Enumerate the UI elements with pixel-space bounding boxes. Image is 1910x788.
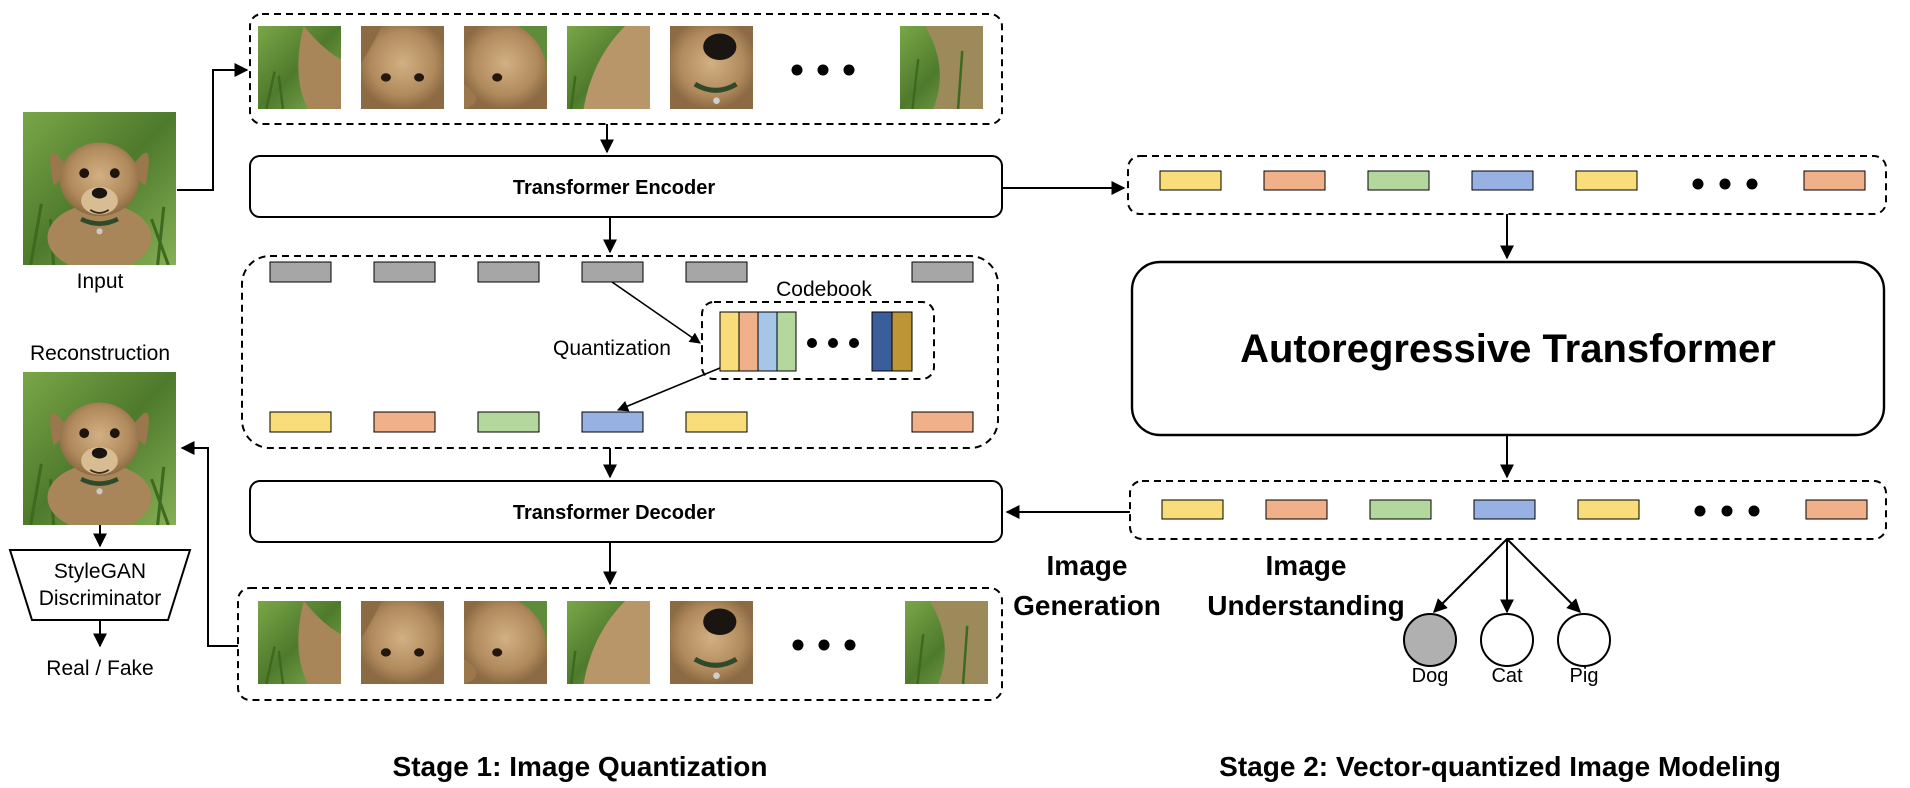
transformer-decoder-label: Transformer Decoder [513,502,716,524]
ellipsis-dots-input-patches [791,64,855,76]
class-node-pig [1557,613,1611,667]
encoder-token-5 [685,261,748,283]
stage2-input-dot-2 [1719,178,1731,190]
output-patch-5 [670,601,753,684]
input-patch-last [900,25,983,110]
stage2-input-dot-1 [1692,178,1704,190]
stage2-output-tokens [1161,499,1868,520]
stage2-input-dot-3 [1746,178,1758,190]
stage2-output-dot-2 [1721,505,1733,517]
stage1-caption: Stage 1: Image Quantization [393,751,768,782]
arrow-to-class-dog [1433,538,1508,613]
stage2-input-token-3 [1367,170,1430,191]
codebook-dot-3 [849,338,859,348]
codebook-dot-1 [807,338,817,348]
input-patches-box [249,13,1003,125]
codebook-entry-darkblue [871,311,893,372]
input-image [23,112,176,271]
codebook-dot-2 [828,338,838,348]
stage2-input-token-5 [1575,170,1638,191]
arrow-token-to-codebook [611,281,701,344]
quantized-token-1 [269,411,332,433]
codebook-box [701,301,935,380]
transformer-encoder-box [249,155,1003,218]
encoder-token-3 [477,261,540,283]
stage2-output-token-last [1805,499,1868,520]
codebook-label: Codebook [776,278,872,301]
arrow-input-to-patches [177,63,249,191]
real-fake-label: Real / Fake [46,657,153,680]
stage2-output-token-5 [1577,499,1640,520]
output-patch-4 [567,600,650,685]
class-label-cat: Cat [1491,665,1523,687]
class-node-dog [1403,613,1457,667]
encoder-token-last [911,261,974,283]
output-patches-box [237,587,1003,701]
input-label: Input [77,270,124,293]
transformer-encoder-label: Transformer Encoder [513,177,716,199]
codebook-entry-gold [891,311,913,372]
arrow-to-class-pig [1506,538,1581,613]
stage2-output-token-1 [1161,499,1224,520]
stage2-input-token-4 [1471,170,1534,191]
stage2-output-token-3 [1369,499,1432,520]
quantized-token-4 [581,411,644,433]
stage2-output-token-4 [1473,499,1536,520]
transformer-decoder-box [249,480,1003,543]
quantized-token-3 [477,411,540,433]
stage2-output-token-2 [1265,499,1328,520]
stage2-output-dot-1 [1694,505,1706,517]
stylegan-label: StyleGAN [54,560,146,583]
quantized-token-last [911,411,974,433]
codebook-entry-green [776,311,797,372]
quantization-label: Quantization [553,337,671,360]
input-patch-5 [670,26,753,109]
reconstruction-image [23,372,176,531]
image-understanding-label-line2: Understanding [1207,590,1405,621]
stage2-input-token-1 [1159,170,1222,191]
stage2-input-token-2 [1263,170,1326,191]
codebook-entries [719,311,913,372]
stage2-input-tokens-box [1127,155,1887,215]
input-patch-4 [567,25,650,110]
stylegan-discriminator-box [8,549,192,621]
output-patch-last [905,600,988,685]
stage2-caption: Stage 2: Vector-quantized Image Modeling [1219,751,1781,782]
ellipsis-dots-output-patches [792,639,856,651]
encoder-token-2 [373,261,436,283]
autoregressive-transformer-label: Autoregressive Transformer [1240,327,1776,371]
stage2-output-dot-3 [1748,505,1760,517]
quantization-box [241,255,999,449]
class-label-dog: Dog [1412,665,1449,687]
input-patch-1 [258,25,341,110]
image-understanding-label-line1: Image [1266,550,1347,581]
encoder-token-4 [581,261,644,283]
class-label-pig: Pig [1570,665,1599,687]
arrow-codebook-to-token [616,367,721,412]
quantized-tokens [269,411,974,433]
output-patch-3 [464,601,547,684]
quantized-token-5 [685,411,748,433]
codebook-entry-lightblue [757,311,778,372]
input-patch-2 [361,26,444,109]
stage2-input-tokens [1159,170,1866,191]
reconstruction-label: Reconstruction [30,342,170,365]
arrow-output-to-reconstruction [180,441,238,647]
codebook-entry-yellow [719,311,740,372]
output-patch-2 [361,601,444,684]
class-node-cat [1480,613,1534,667]
input-patch-3 [464,26,547,109]
output-patch-1 [258,600,341,685]
codebook-entry-orange [738,311,759,372]
stage2-input-token-last [1803,170,1866,191]
image-generation-label-line2: Generation [1013,590,1161,621]
encoder-token-1 [269,261,332,283]
discriminator-label: Discriminator [39,587,162,610]
image-generation-label-line1: Image [1047,550,1128,581]
quantized-token-2 [373,411,436,433]
